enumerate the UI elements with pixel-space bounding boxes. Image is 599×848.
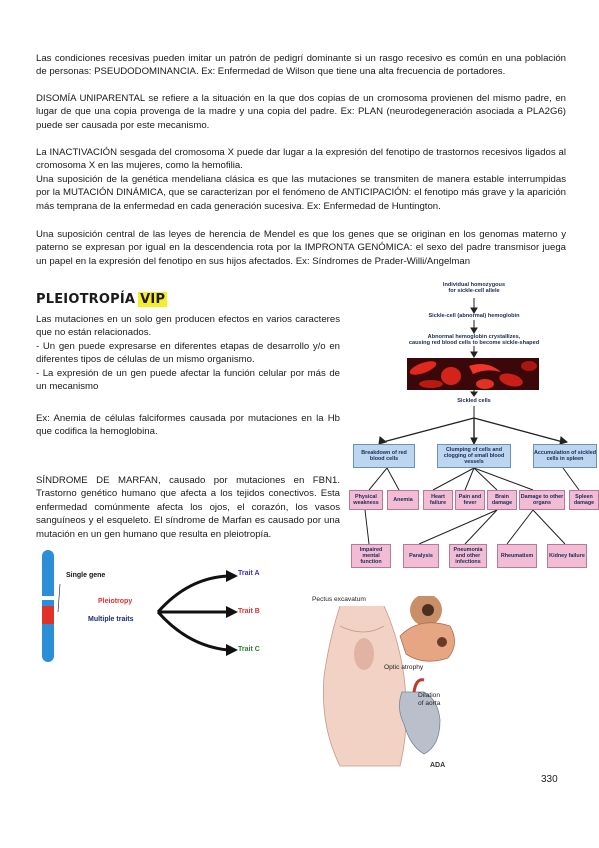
label-dilation-line-1: Dilation	[418, 692, 440, 699]
box-rheumatism: Rheumatism	[497, 544, 537, 568]
box-spleen-accumulation: Accumulation of sickled cells in spleen	[533, 444, 597, 468]
pleiotropy-line-1: Las mutaciones en un solo gen producen e…	[36, 314, 340, 339]
label-dilation-line-2: of aorta	[418, 699, 441, 707]
heading-title: PLEIOTROPÍA	[36, 292, 136, 307]
label-pleiotropy: Pleiotropy	[98, 598, 133, 605]
vip-badge: VIP	[138, 292, 168, 307]
pleiotropy-line-3: - La expresión de un gen puede afectar l…	[36, 367, 340, 393]
flow-hemoglobin-label: Sickle-cell (abnormal) hemoglobin	[428, 313, 520, 319]
flow-crystallize-label: Abnormal hemoglobin crystallizes, causin…	[387, 334, 561, 347]
label-multiple-traits: Multiple traits	[88, 616, 134, 623]
marfan-description: SÍNDROME DE MARFAN, causado por mutacion…	[36, 475, 340, 540]
pleiotropy-example: Ex: Anemia de células falciformes causad…	[36, 413, 340, 438]
paragraph-genomic-imprinting: Una suposición central de las leyes de h…	[36, 229, 566, 267]
box-other-organs: Damage to other organs	[519, 490, 565, 510]
paragraph-x-inactivation-text: La INACTIVACIÓN sesgada del cromosoma X …	[36, 147, 566, 172]
flow-top-line-1: Individual homozygous	[442, 282, 506, 288]
marfan-illustration: Pectus excavatum Optic atrophy Dilation …	[300, 596, 470, 774]
label-trait-b: Trait B	[238, 608, 260, 615]
gene-locus-marker	[42, 606, 54, 624]
box-kidney-failure: Kidney failure	[547, 544, 587, 568]
paragraph-x-inactivation: La INACTIVACIÓN sesgada del cromosoma X …	[36, 146, 566, 213]
paragraph-dynamic-mutation: Una suposición de la genética mendeliana…	[36, 173, 566, 212]
flow-top-label: Individual homozygous for sickle-cell al…	[409, 282, 539, 295]
box-heart-failure: Heart failure	[423, 490, 453, 510]
label-trait-c: Trait C	[238, 646, 260, 653]
label-optic-atrophy: Optic atrophy	[384, 664, 424, 671]
flow-top-line-2: for sickle-cell allele	[448, 288, 500, 295]
flowchart-arrows	[364, 298, 580, 545]
label-single-gene: Single gene	[66, 572, 106, 579]
box-breakdown-red-cells: Breakdown of red blood cells	[353, 444, 415, 468]
flow-sickled-cells-label: Sickled cells	[457, 398, 491, 404]
sickled-cells-image	[407, 358, 539, 390]
box-physical-weakness: Physical weakness	[349, 490, 383, 510]
flow-crystallize-line-1: Abnormal hemoglobin crystallizes,	[427, 334, 521, 340]
box-paralysis: Paralysis	[403, 544, 439, 568]
box-brain-damage: Brain damage	[487, 490, 517, 510]
pleiotropy-description: Las mutaciones en un solo gen producen e…	[36, 313, 340, 393]
paragraph-pseudodominance: Las condiciones recesivas pueden imitar …	[36, 53, 566, 78]
box-spleen-damage: Spleen damage	[569, 490, 599, 510]
box-anemia: Anemia	[387, 490, 419, 510]
box-pneumonia: Pneumonia and other infections	[449, 544, 487, 568]
ada-logo: ADA	[430, 762, 446, 769]
pleiotropy-line-2: - Un gen puede expresarse en diferentes …	[36, 340, 340, 366]
marfan-drawing	[322, 596, 455, 767]
sickled-cells-photo	[407, 358, 539, 390]
page-number: 330	[541, 774, 558, 785]
sickle-cell-flowchart: Individual homozygous for sickle-cell al…	[347, 282, 599, 570]
eye-anatomy-icon	[399, 622, 455, 662]
gene-diagram-graphic	[41, 550, 238, 662]
box-impaired-mental: Impaired mental function	[351, 544, 391, 568]
label-pectus: Pectus excavatum	[312, 596, 366, 603]
box-pain-fever: Pain and fever	[455, 490, 485, 510]
heart-icon	[399, 691, 441, 755]
pleiotropy-gene-diagram: Single gene Pleiotropy Multiple traits T…	[38, 548, 278, 666]
box-clumping-cells: Clumping of cells and clogging of small …	[437, 444, 511, 468]
paragraph-uniparental-disomy: DISOMÍA UNIPARENTAL se refiere a la situ…	[36, 93, 566, 131]
label-dilation-aorta: Dilation of aorta	[418, 692, 440, 707]
label-trait-a: Trait A	[238, 570, 260, 577]
flow-crystallize-line-2: causing red blood cells to become sickle…	[408, 340, 540, 347]
